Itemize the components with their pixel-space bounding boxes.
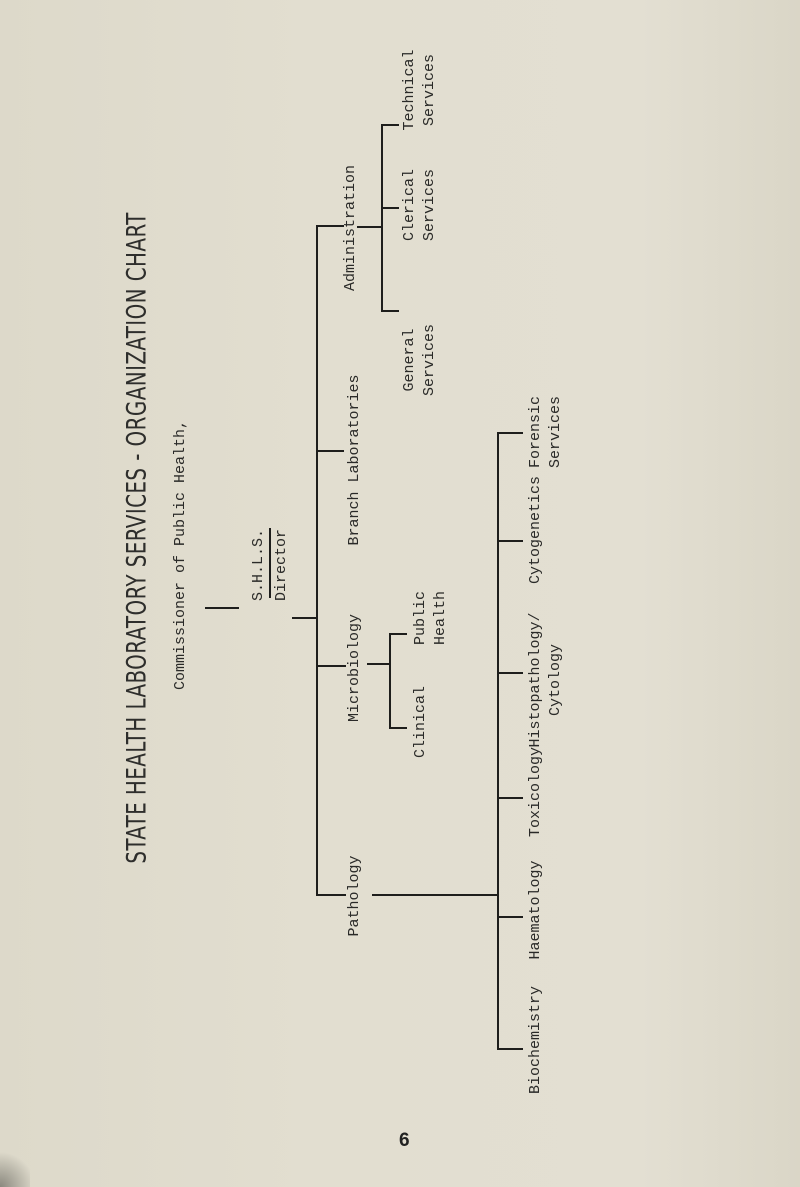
chart-title-text: STATE HEALTH LABORATORY SERVICES - ORGAN… [121, 212, 153, 864]
unit-line1: Technical [401, 49, 418, 131]
unit-histopathology-cytology: Histopathology/ Cytology [526, 612, 566, 747]
connector-spine-pathology [316, 894, 346, 896]
connector-clinical [389, 727, 407, 729]
connector-public-health [389, 633, 407, 635]
connector-clerical-services [381, 207, 399, 209]
connector-forensic [497, 432, 523, 434]
connector-spine-administration [316, 225, 344, 227]
connector-technical-services [381, 124, 399, 126]
connector-spine-branch-labs [316, 450, 344, 452]
unit-haematology: Haematology [527, 860, 544, 960]
microbiology-bracket-line [389, 633, 391, 729]
unit-line2: Services [421, 323, 438, 397]
connector-histopathology [497, 672, 523, 674]
unit-public-health: Public Health [411, 591, 451, 645]
node-shls-divider [269, 528, 271, 598]
unit-line1: Public [412, 590, 429, 646]
unit-biochemistry: Biochemistry [527, 985, 544, 1095]
unit-line1: Histopathology/ [527, 612, 544, 748]
connector-biochemistry [497, 1048, 523, 1050]
unit-technical-services: Technical Services [400, 49, 440, 130]
node-director-label: Director [273, 528, 290, 602]
unit-forensic-services: Forensic Services [526, 396, 566, 468]
node-shls-label: S.H.L.S. [250, 528, 267, 602]
connector-spine-microbiology [316, 665, 346, 667]
unit-line2: Cytology [547, 644, 564, 717]
administration-bracket-line [381, 124, 383, 312]
unit-line1: Forensic [527, 395, 544, 469]
unit-line2: Services [547, 395, 564, 469]
unit-cytogenetics: Cytogenetics [527, 475, 544, 585]
dept-branch-laboratories: Branch Laboratories [346, 374, 363, 546]
unit-general-services: General Services [400, 324, 440, 396]
main-spine-line [316, 225, 318, 896]
dept-microbiology: Microbiology [346, 613, 363, 723]
connector-director-spine [292, 617, 318, 619]
dept-pathology: Pathology [346, 855, 363, 937]
unit-clinical: Clinical [412, 685, 429, 759]
unit-line2: Services [421, 168, 438, 242]
dept-administration: Administration [342, 164, 359, 292]
connector-haematology [497, 916, 523, 918]
connector-administration-units [357, 226, 383, 228]
chart-title: STATE HEALTH LABORATORY SERVICES - ORGAN… [122, 141, 153, 935]
scan-edge-shadow [0, 1147, 30, 1187]
page-number: 6 [399, 1130, 410, 1151]
connector-microbiology-units [367, 663, 390, 665]
node-commissioner: Commissioner of Public Health, [172, 419, 189, 691]
unit-line1: General [401, 328, 418, 392]
connector-toxicology [497, 797, 523, 799]
connector-cytogenetics [497, 540, 523, 542]
unit-line2: Health [432, 590, 449, 646]
unit-clerical-services: Clerical Services [400, 169, 440, 241]
unit-line2: Services [421, 53, 438, 127]
pathology-bracket-line [497, 432, 499, 1050]
connector-general-services [381, 310, 399, 312]
connector-commissioner-director [205, 607, 239, 609]
connector-pathology-units [372, 894, 499, 896]
unit-toxicology: Toxicology [527, 746, 544, 838]
unit-line1: Clerical [401, 168, 418, 242]
